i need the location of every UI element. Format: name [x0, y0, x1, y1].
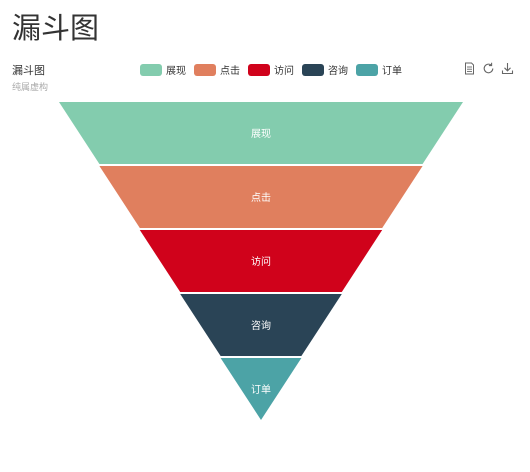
funnel-label: 咨询 — [251, 319, 271, 332]
funnel-segment[interactable] — [99, 166, 423, 228]
legend-label: 展现 — [166, 66, 186, 77]
legend-item[interactable]: 访问 — [248, 62, 294, 77]
chart-legend: 展现 点击 访问 咨询 订单 — [140, 62, 402, 77]
legend-item[interactable]: 展现 — [140, 62, 186, 77]
chart-title: 漏斗图 — [12, 64, 45, 77]
legend-label: 订单 — [382, 66, 402, 77]
save-image-icon[interactable] — [501, 62, 514, 75]
restore-icon[interactable] — [482, 62, 495, 75]
legend-swatch — [356, 63, 378, 76]
funnel-segment[interactable] — [59, 102, 463, 164]
chart-subtitle: 纯属虚构 — [12, 83, 49, 93]
funnel-label: 访问 — [251, 255, 271, 268]
funnel-segment[interactable] — [180, 294, 342, 356]
legend-item[interactable]: 订单 — [356, 62, 402, 77]
funnel-label: 点击 — [251, 192, 271, 204]
funnel-label: 展现 — [251, 128, 271, 140]
legend-swatch — [140, 63, 162, 76]
legend-item[interactable]: 咨询 — [302, 62, 348, 77]
page-title: 漏斗图 — [12, 11, 100, 45]
legend-item[interactable]: 点击 — [194, 62, 240, 77]
legend-label: 访问 — [274, 66, 294, 77]
funnel-segment[interactable] — [220, 358, 302, 420]
legend-label: 咨询 — [328, 66, 348, 77]
data-view-icon[interactable] — [463, 62, 476, 75]
chart-area: 漏斗图 纯属虚构 展现点击访问咨询订单 展现点击访问咨询订单 — [0, 52, 530, 464]
funnel-label: 订单 — [251, 384, 271, 396]
legend-swatch — [194, 63, 216, 76]
legend-swatch — [302, 63, 324, 76]
legend-swatch — [248, 63, 270, 76]
chart-toolbox — [463, 62, 514, 75]
legend-label: 点击 — [220, 66, 240, 77]
funnel-segment[interactable] — [139, 230, 383, 292]
